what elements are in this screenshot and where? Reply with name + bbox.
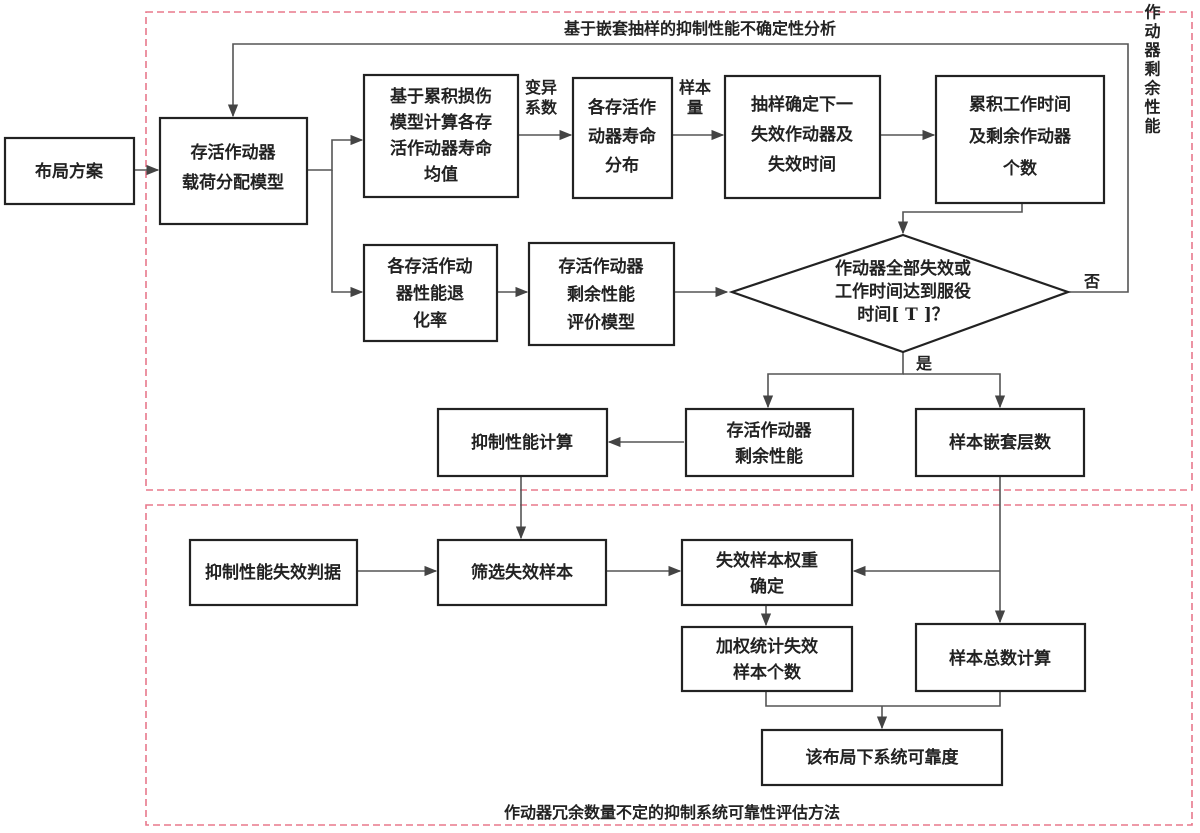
weighted-count-box: 加权统计失效 样本个数 — [680, 625, 854, 693]
suppression-calc-text: 抑制性能计算 — [471, 432, 573, 453]
reliability-method-frame — [145, 504, 1193, 826]
termination-decision-diamond: 作动器全部失效或 工作时间达到服役 时间[ T ]？ — [728, 233, 1072, 354]
life-mean-text-1: 基于累积损伤 — [389, 86, 492, 107]
total-samples-text: 样本总数计算 — [949, 648, 1051, 669]
uncertainty-analysis-title: 基于嵌套抽样的抑制性能不确定性分析 — [563, 19, 836, 38]
degradation-rate-text-2: 器性能退 — [395, 283, 464, 304]
life-distribution-text-2: 动器寿命 — [588, 126, 657, 147]
edge-decision-no-loop — [227, 43, 1129, 293]
sampling-next-failure-box: 抽样确定下一 失效作动器及 失效时间 — [723, 74, 882, 200]
sample-size-label-2: 量 — [687, 98, 703, 117]
layout-scheme-text: 布局方案 — [35, 161, 104, 182]
suppression-calc-box: 抑制性能计算 — [436, 407, 609, 478]
sampling-next-failure-text-1: 抽样确定下一 — [751, 94, 853, 115]
residual-performance-text-1: 存活作动器 — [727, 420, 813, 441]
edges — [134, 43, 1129, 730]
weight-determination-text-2: 确定 — [750, 576, 784, 597]
sampling-next-failure-text-3: 失效时间 — [768, 154, 836, 175]
cumulative-time-text-2: 及剩余作动器 — [969, 126, 1072, 147]
load-model-text-1: 存活作动器 — [191, 142, 277, 163]
system-reliability-box: 该布局下系统可靠度 — [760, 728, 1004, 787]
nest-levels-box: 样本嵌套层数 — [914, 407, 1086, 478]
uncertainty-analysis-frame — [145, 11, 1193, 491]
residual-evaluation-model-text-3: 评价模型 — [567, 312, 635, 333]
life-distribution-text-1: 各存活作 — [587, 97, 656, 118]
life-distribution-box: 各存活作 动器寿命 分布 — [571, 76, 674, 200]
weighted-count-text-1: 加权统计失效 — [715, 636, 818, 657]
degradation-rate-text-3: 化率 — [413, 310, 447, 331]
residual-evaluation-model-text-1: 存活作动器 — [559, 256, 645, 277]
edge-load-to-degradation — [331, 170, 364, 298]
life-mean-text-4: 均值 — [424, 164, 458, 185]
failure-criterion-text: 抑制性能失效判据 — [205, 562, 341, 583]
residual-performance-side-label: 作动器剩余性能 — [1142, 3, 1162, 137]
edge-merge-bracket — [765, 691, 1001, 707]
life-mean-text-3: 活作动器寿命 — [390, 138, 493, 159]
life-mean-box: 基于累积损伤 模型计算各存 活作动器寿命 均值 — [362, 73, 520, 199]
cumulative-time-text-3: 个数 — [1002, 158, 1038, 179]
cumulative-time-text-1: 累积工作时间 — [969, 94, 1071, 115]
edge-cumulative-to-decision — [897, 203, 1023, 235]
degradation-rate-box: 各存活作动 器性能退 化率 — [362, 243, 499, 343]
decision-text-2: 工作时间达到服役 — [835, 281, 971, 302]
life-distribution-text-3: 分布 — [605, 155, 639, 176]
variation-coef-label-2: 系数 — [525, 98, 558, 117]
filter-failed-samples-box: 筛选失效样本 — [436, 538, 608, 607]
load-model-box: 存活作动器 载荷分配模型 — [158, 116, 309, 226]
edge-decision-yes-to-nest-levels — [903, 373, 1006, 409]
cumulative-time-box: 累积工作时间 及剩余作动器 个数 — [934, 74, 1106, 205]
weight-determination-text-1: 失效样本权重 — [716, 550, 818, 571]
decision-text-3: 时间[ T ]？ — [857, 304, 949, 325]
weighted-count-text-2: 样本个数 — [733, 662, 802, 683]
variation-coef-label-1: 变异 — [525, 78, 557, 97]
yes-label: 是 — [915, 354, 932, 373]
residual-performance-box: 存活作动器 剩余性能 — [684, 407, 855, 478]
sample-size-label-1: 样本 — [679, 78, 711, 97]
degradation-rate-text-1: 各存活作动 — [387, 256, 473, 277]
sampling-next-failure-text-2: 失效作动器及 — [751, 124, 854, 145]
total-samples-box: 样本总数计算 — [914, 622, 1087, 693]
layout-scheme-box: 布局方案 — [3, 136, 136, 206]
life-mean-text-2: 模型计算各存 — [390, 112, 492, 133]
reliability-method-title: 作动器冗余数量不定的抑制系统可靠性评估方法 — [504, 803, 840, 822]
load-model-text-2: 载荷分配模型 — [182, 172, 284, 193]
no-label: 否 — [1083, 272, 1100, 291]
decision-text-1: 作动器全部失效或 — [835, 258, 971, 279]
system-reliability-text: 该布局下系统可靠度 — [806, 747, 960, 768]
edge-load-to-life-mean — [307, 134, 364, 171]
nest-levels-text: 样本嵌套层数 — [949, 432, 1052, 453]
residual-evaluation-model-text-2: 剩余性能 — [567, 284, 635, 305]
weight-determination-box: 失效样本权重 确定 — [680, 538, 854, 607]
failure-criterion-box: 抑制性能失效判据 — [188, 538, 359, 607]
residual-evaluation-model-box: 存活作动器 剩余性能 评价模型 — [527, 241, 676, 347]
filter-failed-samples-text: 筛选失效样本 — [471, 562, 573, 583]
residual-performance-text-2: 剩余性能 — [735, 446, 803, 467]
edge-decision-yes-to-residual — [762, 352, 904, 409]
